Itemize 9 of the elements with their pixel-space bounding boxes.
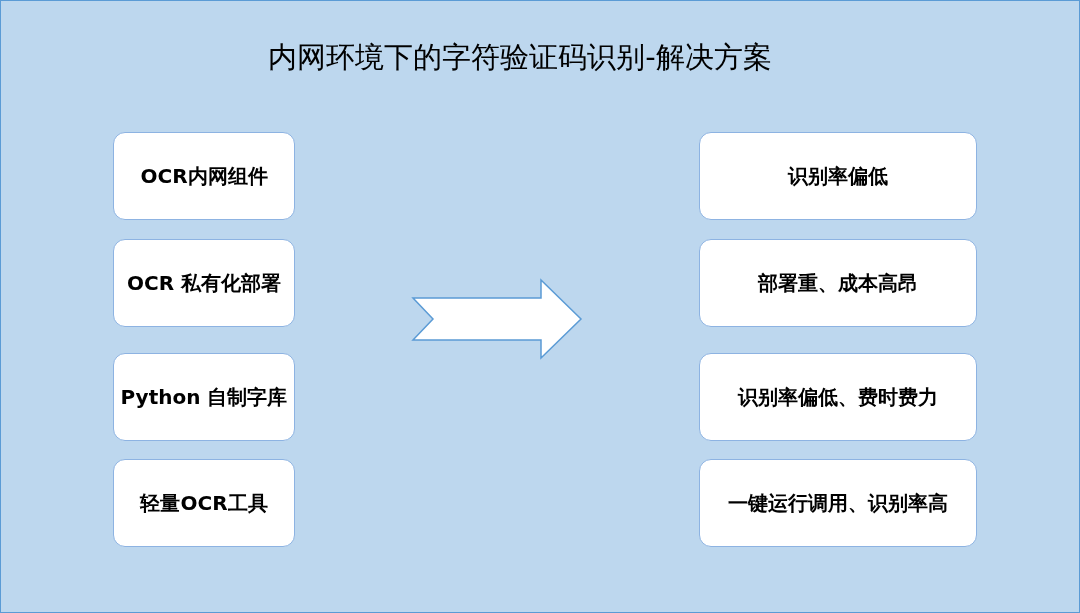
text-box: 一键运行调用、识别率高 [699,459,977,547]
text-box: Python 自制字库 [113,353,295,441]
text-box: 识别率偏低 [699,132,977,220]
text-box: OCR内网组件 [113,132,295,220]
text-box: 轻量OCR工具 [113,459,295,547]
text-box: OCR 私有化部署 [113,239,295,327]
text-box: 识别率偏低、费时费力 [699,353,977,441]
text-box: 部署重、成本高昂 [699,239,977,327]
title: 内网环境下的字符验证码识别-解决方案 [267,39,773,76]
